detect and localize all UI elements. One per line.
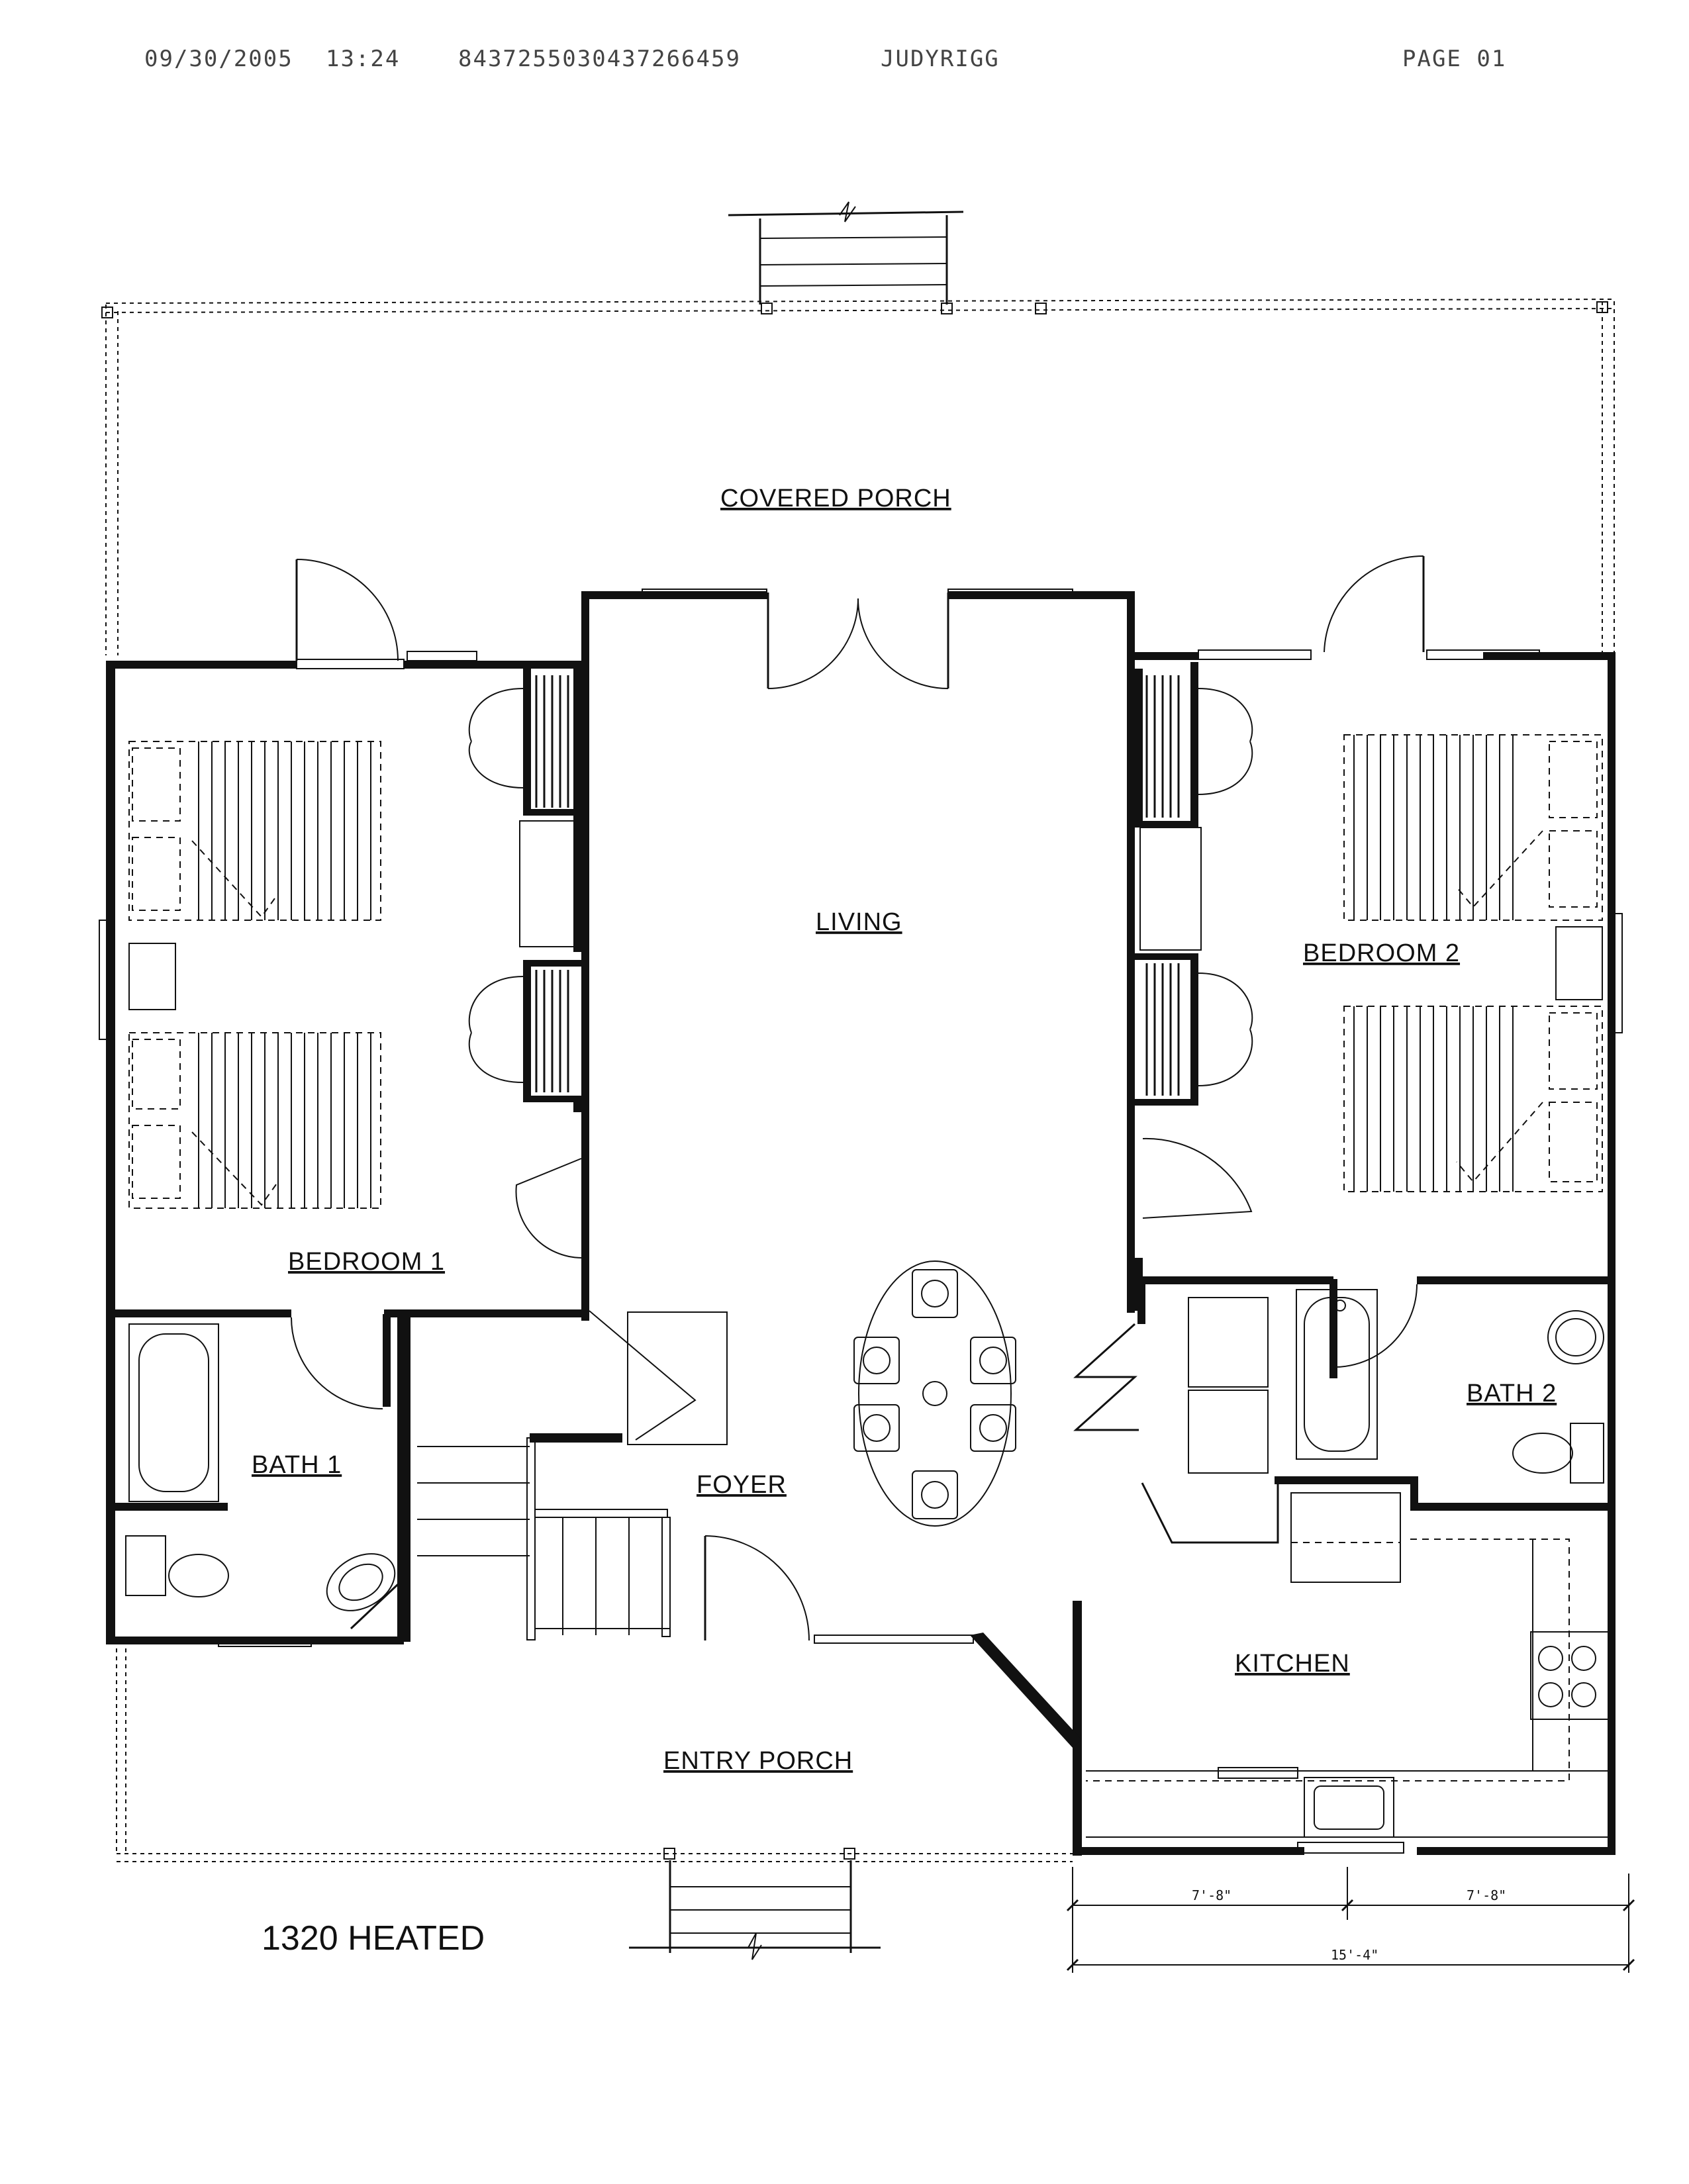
label-bath-1: BATH 1 [252,1451,342,1479]
dimension-left: 7'-8" [1192,1887,1231,1903]
dimension-right: 7'-8" [1467,1887,1506,1903]
kitchen-fixtures [1086,1492,1616,1854]
label-bath-2: BATH 2 [1467,1380,1557,1407]
dimension-lines: 7'-8" 7'-8" 15'-4" [1066,1867,1635,1973]
bath-1-fixtures [125,1323,409,1630]
label-kitchen: KITCHEN [1235,1650,1350,1678]
header-page: PAGE 01 [1402,46,1506,72]
back-doors [295,555,1425,689]
label-bedroom-2: BEDROOM 2 [1303,939,1460,967]
bedroom-1-beds [128,741,381,1209]
entry-porch-outline [116,1635,1073,1862]
front-steps [629,1860,881,1960]
header-time: 13:24 [326,46,400,72]
bedroom-2-beds [1343,734,1603,1192]
closets [468,662,1253,1106]
label-entry-porch: ENTRY PORCH [663,1747,853,1775]
interior-walls [115,1099,1616,1642]
back-windows [99,589,1623,1040]
header-sender: JUDYRIGG [881,46,1000,72]
covered-porch-outline [101,299,1615,655]
label-living: LIVING [816,908,902,936]
room-labels: COVERED PORCH LIVING BEDROOM 2 BEDROOM 1… [252,485,1557,1775]
dining-table [853,1260,1016,1527]
label-foyer: FOYER [697,1471,787,1499]
label-covered-porch: COVERED PORCH [720,485,951,512]
header-fax-number: 8437255030437266459 [458,46,741,72]
heated-area-label: 1320 HEATED [262,1919,485,1958]
header-date: 09/30/2005 [144,46,293,72]
label-bedroom-1: BEDROOM 1 [288,1248,445,1276]
dimension-total: 15'-4" [1331,1947,1378,1963]
bath-2-fixtures [1188,1289,1604,1484]
back-steps [728,201,964,305]
fax-header: 09/30/2005 13:24 8437255030437266459 JUD… [144,46,1506,72]
exterior-walls [106,591,1616,1856]
